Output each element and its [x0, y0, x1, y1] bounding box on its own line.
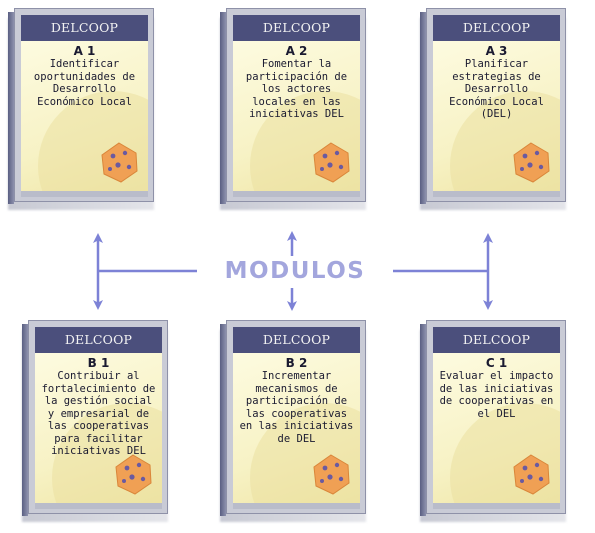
book-brand: DELCOOP	[433, 327, 560, 353]
book-brand: DELCOOP	[233, 327, 360, 353]
module-description: Identificar oportunidades de Desarrollo …	[33, 58, 136, 108]
module-description: Incrementar mecanismos de participación …	[239, 370, 354, 445]
book-cover: DELCOOP A 1 Identificar oportunidades de…	[14, 8, 154, 202]
cookie-icon	[101, 142, 138, 183]
module-book-b2: DELCOOP B 2 Incrementar mecanismos de pa…	[220, 320, 372, 522]
module-code: B 2	[285, 356, 308, 370]
module-description: Contribuir al fortalecimiento de la gest…	[41, 370, 156, 457]
book-brand: DELCOOP	[433, 15, 560, 41]
module-code: A 2	[285, 44, 308, 58]
book-panel: A 3 Planificar estrategias de Desarrollo…	[433, 41, 560, 191]
module-code: C 1	[485, 356, 508, 370]
book-panel: C 1 Evaluar el impacto de las iniciativa…	[433, 353, 560, 503]
module-code: A 3	[485, 44, 508, 58]
book-panel: A 1 Identificar oportunidades de Desarro…	[21, 41, 148, 191]
module-book-b1: DELCOOP B 1 Contribuir al fortalecimient…	[22, 320, 174, 522]
book-brand: DELCOOP	[35, 327, 162, 353]
module-book-a1: DELCOOP A 1 Identificar oportunidades de…	[8, 8, 160, 210]
cookie-icon	[313, 454, 350, 495]
cookie-icon	[115, 454, 152, 495]
module-book-c1: DELCOOP C 1 Evaluar el impacto de las in…	[420, 320, 572, 522]
module-code: B 1	[87, 356, 110, 370]
cookie-icon	[313, 142, 350, 183]
book-panel: B 2 Incrementar mecanismos de participac…	[233, 353, 360, 503]
book-cover: DELCOOP C 1 Evaluar el impacto de las in…	[426, 320, 566, 514]
module-description: Evaluar el impacto de las iniciativas de…	[439, 370, 554, 420]
cookie-icon	[513, 454, 550, 495]
cookie-icon	[513, 142, 550, 183]
book-cover: DELCOOP B 2 Incrementar mecanismos de pa…	[226, 320, 366, 514]
module-description: Planificar estrategias de Desarrollo Eco…	[449, 58, 544, 120]
book-panel: B 1 Contribuir al fortalecimiento de la …	[35, 353, 162, 503]
module-book-a3: DELCOOP A 3 Planificar estrategias de De…	[420, 8, 572, 210]
book-brand: DELCOOP	[21, 15, 148, 41]
book-cover: DELCOOP A 2 Fomentar la participación de…	[226, 8, 366, 202]
center-label-modulos: MODULOS	[224, 258, 366, 284]
book-panel: A 2 Fomentar la participación de los act…	[233, 41, 360, 191]
module-book-a2: DELCOOP A 2 Fomentar la participación de…	[220, 8, 372, 210]
book-cover: DELCOOP B 1 Contribuir al fortalecimient…	[28, 320, 168, 514]
module-code: A 1	[73, 44, 96, 58]
book-brand: DELCOOP	[233, 15, 360, 41]
module-description: Fomentar la participación de los actores…	[245, 58, 348, 120]
book-cover: DELCOOP A 3 Planificar estrategias de De…	[426, 8, 566, 202]
